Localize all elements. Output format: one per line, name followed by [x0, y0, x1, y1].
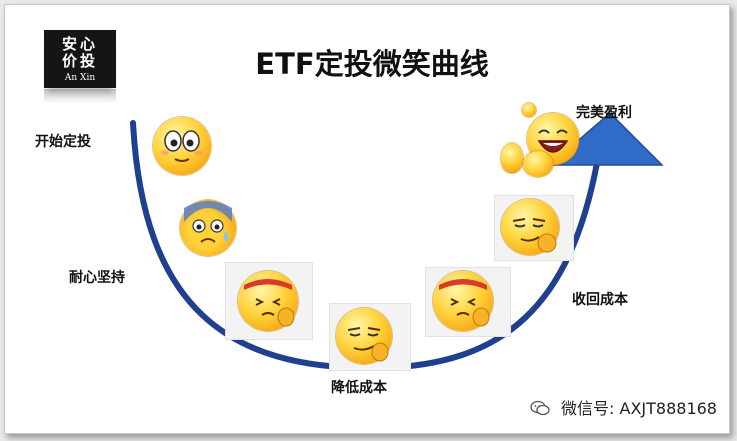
- anxin-logo: 安心 价投 An Xin: [44, 30, 116, 88]
- figure-frame: 安心 价投 An Xin ETF定投微笑曲线 开始定投 耐心坚持 降低成本 收回…: [4, 4, 730, 434]
- smug-emoji: [501, 199, 559, 255]
- wechat-watermark: 微信号: AXJT888168: [530, 395, 717, 419]
- smug-emoji: [336, 308, 392, 364]
- cheering-hand-icon: [522, 103, 536, 117]
- laughing-face-icon: [537, 129, 569, 153]
- label-lower-cost: 降低成本: [331, 380, 387, 396]
- headband-face-icon: [439, 279, 490, 327]
- cheering-hand-icon: [501, 143, 523, 173]
- logo-line2: 价投: [61, 52, 98, 70]
- logo-line3: An Xin: [64, 73, 96, 83]
- headband-emoji: [238, 271, 298, 331]
- headband-emoji: [433, 271, 493, 331]
- smug-face-icon: [512, 218, 557, 253]
- logo-line1: 安心: [61, 35, 98, 53]
- headband-face-icon: [244, 279, 295, 327]
- curve-arrowhead: [547, 111, 664, 166]
- wide-eyed-face-icon: [161, 130, 203, 162]
- wide-eyed-emoji: [153, 117, 211, 175]
- label-keep-patient: 耐心坚持: [69, 270, 125, 286]
- smug-face-icon: [347, 327, 389, 362]
- scared-face-icon: [184, 201, 232, 243]
- logo-reflection: [44, 89, 116, 103]
- watermark-text: 微信号: AXJT888168: [561, 399, 717, 418]
- wechat-icon: [530, 400, 550, 416]
- scared-emoji: [180, 200, 236, 256]
- label-start-investing: 开始定投: [35, 134, 91, 150]
- diagram-title: ETF定投微笑曲线: [255, 47, 489, 81]
- label-recover-cost: 收回成本: [572, 292, 628, 308]
- cheering-hand-icon: [523, 151, 553, 177]
- label-perfect-profit: 完美盈利: [576, 105, 632, 121]
